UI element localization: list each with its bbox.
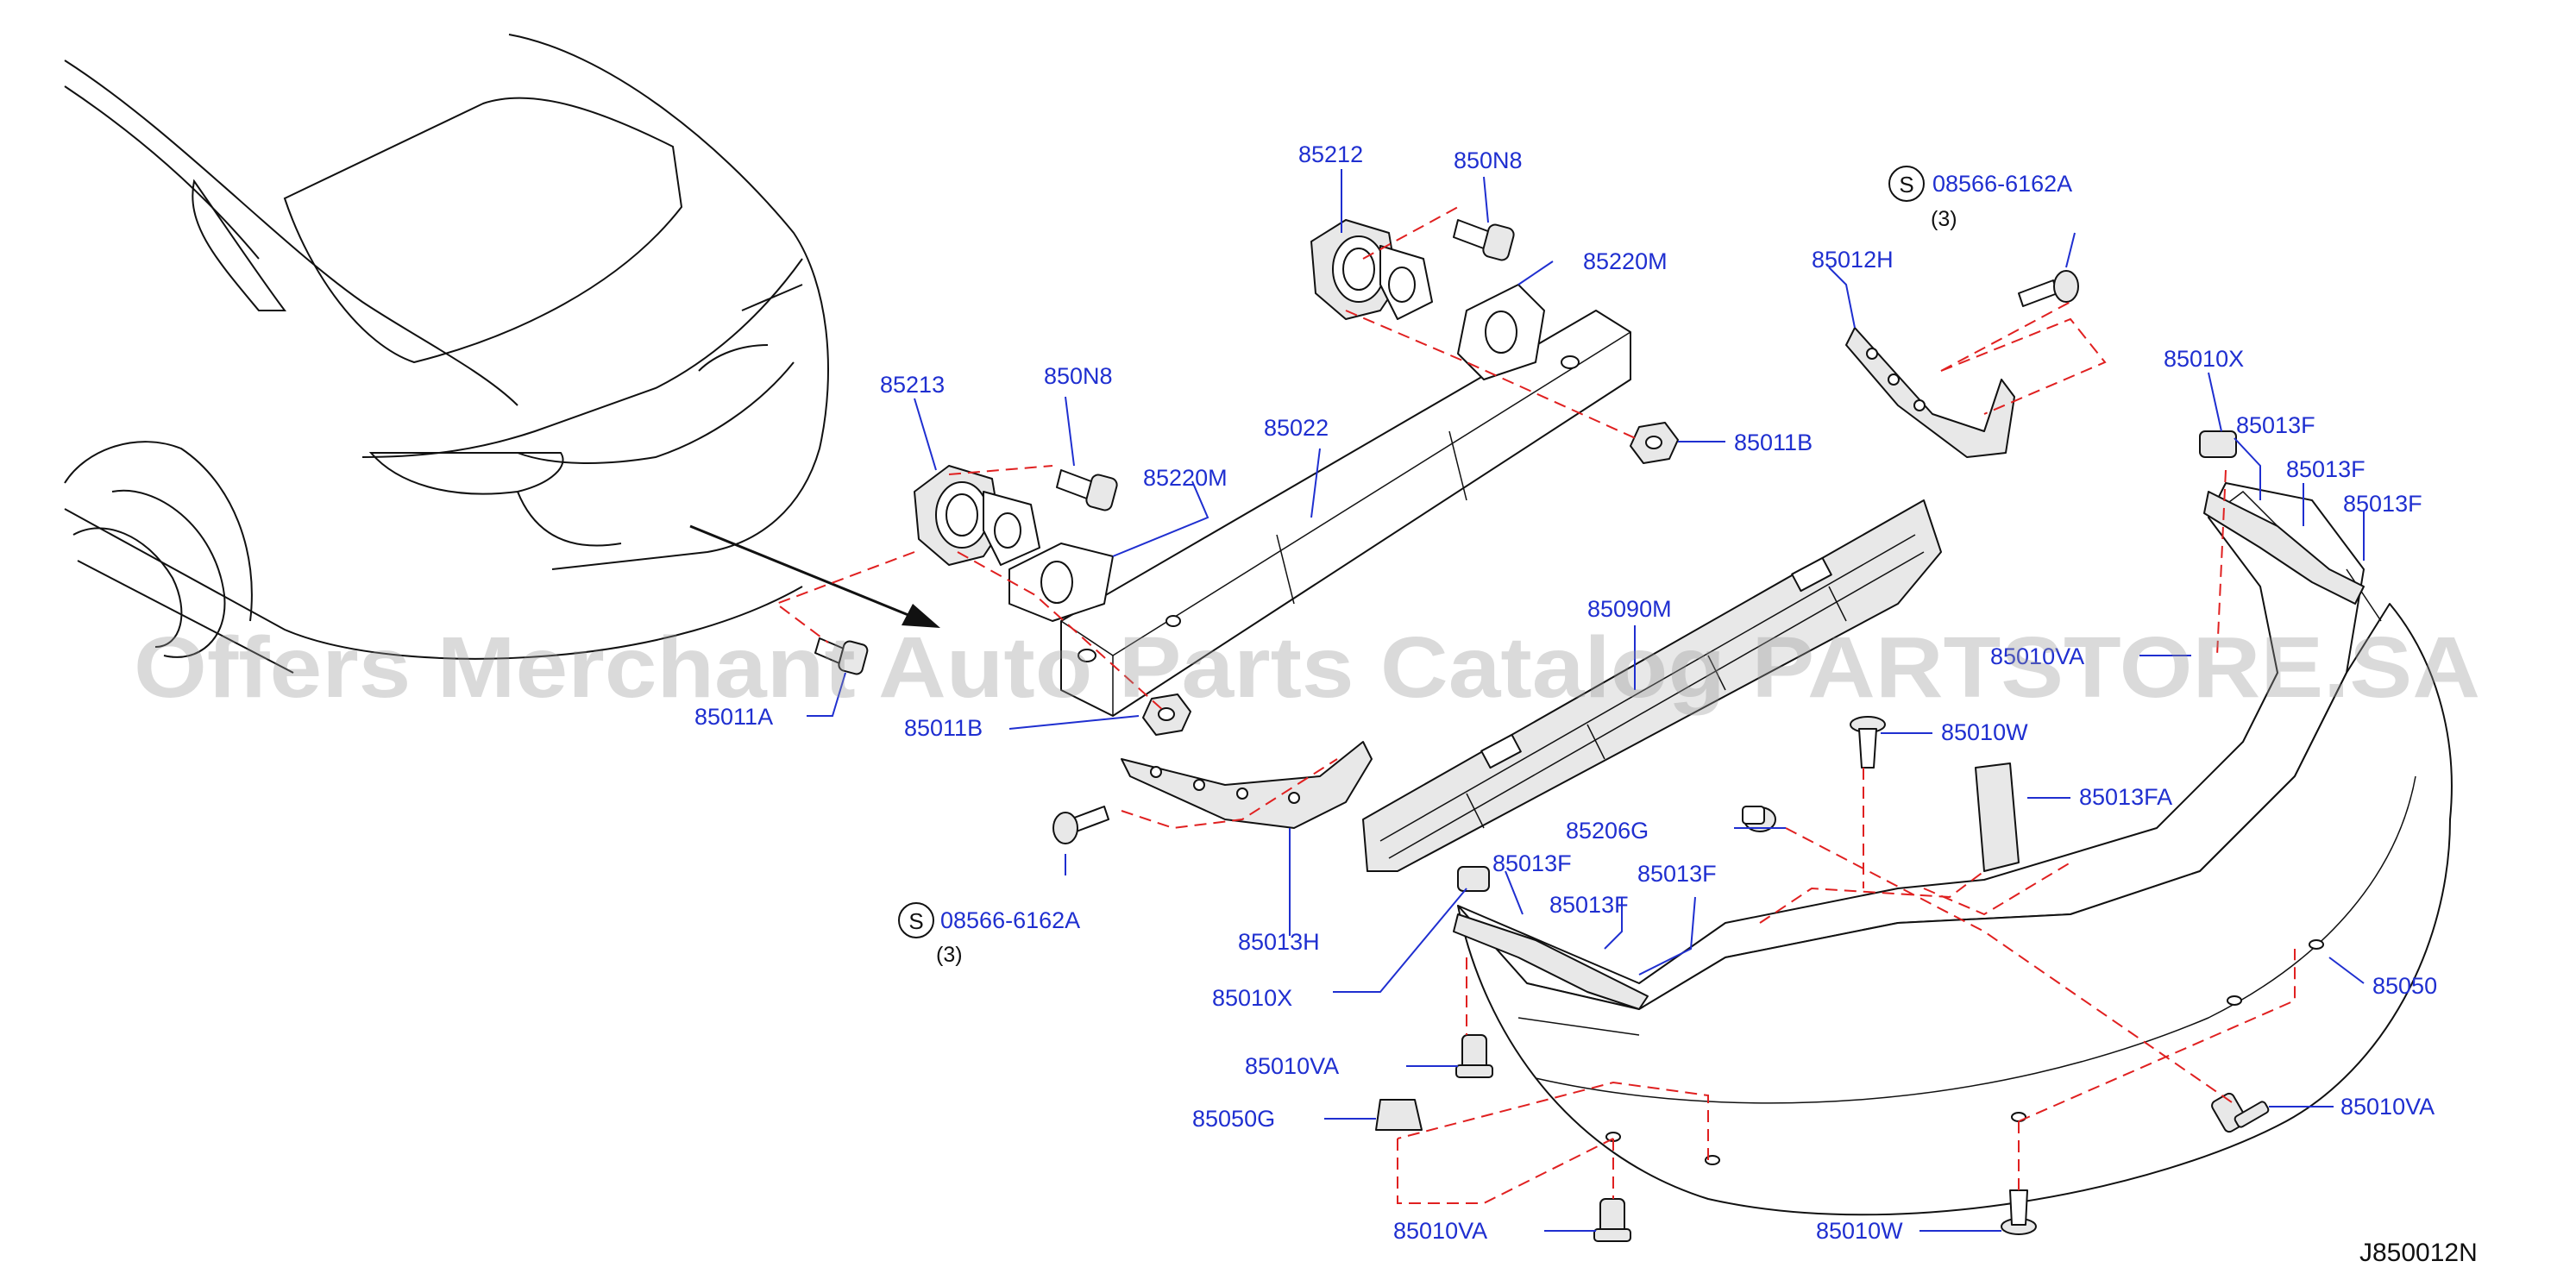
screw-08566-6162A-bottom [1052, 806, 1109, 844]
label-85220M-top[interactable]: 85220M [1583, 248, 1668, 274]
assembly-dashed-lines [774, 206, 2296, 1204]
label-85011B-right[interactable]: 85011B [1734, 430, 1813, 455]
clip-85010W-top [1850, 716, 1886, 769]
fastener-85010VA-left [1455, 1034, 1493, 1078]
svg-text:S: S [1899, 172, 1913, 198]
label-85050[interactable]: 85050 [2372, 973, 2437, 999]
direction-arrow [689, 524, 940, 628]
label-85013F-r1[interactable]: 85013F [2236, 412, 2315, 438]
label-85010VA-mid[interactable]: 85010VA [1990, 643, 2084, 669]
label-85013F-b2[interactable]: 85013F [1637, 861, 1717, 887]
bolt-850N8-left [1056, 469, 1118, 511]
fastener-85010VA-right [2211, 1092, 2270, 1133]
label-85050G[interactable]: 85050G [1192, 1106, 1275, 1132]
bolt-85206G [1742, 806, 1776, 832]
label-85013F-b1[interactable]: 85013F [1492, 850, 1572, 876]
label-85010X-left[interactable]: 85010X [1212, 985, 1292, 1011]
bolt-85011A [814, 637, 869, 675]
label-85220M-left[interactable]: 85220M [1143, 465, 1228, 491]
qty-top: (3) [1931, 207, 1957, 231]
screw-08566-6162A-top [2018, 270, 2079, 307]
clip-85050G [1375, 1099, 1423, 1131]
label-85013H[interactable]: 85013H [1238, 929, 1320, 955]
label-85011A[interactable]: 85011A [694, 704, 773, 730]
side-bracket-85012H [1845, 327, 2015, 458]
bolt-850N8-top [1453, 219, 1515, 261]
label-85010X-right[interactable]: 85010X [2164, 346, 2244, 372]
label-85013F-b3[interactable]: 85013F [1549, 892, 1629, 918]
label-85010VA-right[interactable]: 85010VA [2340, 1094, 2435, 1120]
car-rear-outline [64, 34, 829, 674]
label-85012H[interactable]: 85012H [1812, 247, 1894, 273]
label-85011B-left[interactable]: 85011B [904, 715, 983, 741]
label-85010W-bottom[interactable]: 85010W [1816, 1218, 1903, 1244]
label-85013FA[interactable]: 85013FA [2079, 784, 2172, 810]
fastener-85010VA-bottom [1593, 1198, 1631, 1242]
label-08566-6162A-bottom[interactable]: 08566-6162A [940, 907, 1080, 933]
retainer-strips-85013F-right [2199, 430, 2365, 605]
label-85206G[interactable]: 85206G [1566, 818, 1649, 844]
label-85013F-r3[interactable]: 85013F [2343, 491, 2422, 517]
label-85010VA-left[interactable]: 85010VA [1245, 1053, 1339, 1079]
label-850N8-top[interactable]: 850N8 [1454, 147, 1523, 173]
s-symbol-top: S [1888, 166, 1925, 202]
energy-absorber-85090M [1362, 499, 1942, 872]
label-85090M[interactable]: 85090M [1587, 596, 1672, 622]
bumper-fascia-85050 [1457, 482, 2453, 1216]
label-85213[interactable]: 85213 [880, 372, 945, 398]
leader-lines [807, 169, 2365, 1232]
retainer-strips-85013F-left [1453, 866, 1649, 1010]
plate-85220M-top [1457, 284, 1545, 380]
diagram-code: J850012N [2359, 1239, 2478, 1267]
bumper-reinforcement-85022 [1060, 310, 1631, 717]
bracket-85213 [914, 465, 1040, 566]
label-08566-6162A-top[interactable]: 08566-6162A [1932, 171, 2072, 197]
plate-85220M-left [1008, 543, 1114, 622]
label-850N8-left[interactable]: 850N8 [1044, 363, 1113, 389]
part-labels: 85212 850N8 85220M 85213 850N8 85220M 85… [694, 141, 2437, 1244]
bracket-85212 [1310, 219, 1433, 320]
label-85212[interactable]: 85212 [1298, 141, 1363, 167]
label-85010W-top[interactable]: 85010W [1941, 719, 2028, 745]
nut-85011B-left [1142, 693, 1191, 736]
spacer-85013FA [1975, 762, 2020, 872]
s-symbol-bottom: S [898, 902, 934, 938]
svg-text:S: S [908, 908, 923, 934]
label-85010VA-bottom[interactable]: 85010VA [1393, 1218, 1487, 1244]
qty-bottom: (3) [936, 943, 963, 967]
label-85022[interactable]: 85022 [1264, 415, 1329, 441]
side-bracket-85013H [1121, 741, 1373, 829]
watermark-text: Offers Merchant Auto Parts Catalog PARTS… [134, 619, 2480, 716]
label-85013F-r2[interactable]: 85013F [2286, 456, 2366, 482]
nut-85011B-right [1630, 422, 1679, 464]
clip-85010W-bottom [2001, 1189, 2037, 1235]
